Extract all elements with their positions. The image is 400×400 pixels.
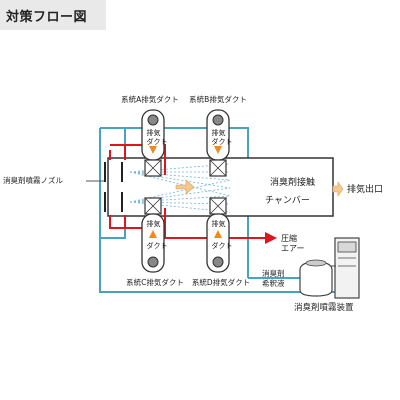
flow-arrow-d <box>214 230 222 238</box>
damper-c-label-1: 排 <box>147 219 154 228</box>
damper-d-label-4: ク <box>219 242 226 250</box>
spray-device-label: 消臭剤噴霧装置 <box>294 302 354 313</box>
damper-b-label-2: 気 <box>219 128 226 137</box>
air-line-to-compressor <box>164 228 277 244</box>
damper-d-label-5: ト <box>226 242 233 250</box>
compressed-air-label-line2: エアー <box>281 244 305 253</box>
diluent-tank <box>299 261 333 297</box>
damper-labels: 排 気 ダ ク ト 排 気 ダ ク ト 排 気 ダ ク ト 排 気 ダ ク ト <box>147 128 233 250</box>
damper-a-label-5: ト <box>161 138 168 146</box>
flow-arrow-c <box>149 230 157 238</box>
liquid-loop-outer <box>99 128 348 293</box>
damper-a-label-3: ダ <box>147 137 154 146</box>
damper-d-label-3: ダ <box>212 241 219 250</box>
page-title: 対策フロー図 <box>6 10 88 25</box>
damper-b-label-4: ク <box>219 138 226 146</box>
damper-d-label-1: 排 <box>212 219 219 228</box>
compressed-air-label-line1: 圧縮 <box>281 233 297 243</box>
spray-device-panel <box>337 241 357 253</box>
damper-c-label-5: ト <box>161 242 168 250</box>
damper-c-label-2: 気 <box>154 219 161 228</box>
diluent-label-line1: 消臭剤 <box>262 268 285 278</box>
title-box: 対策フロー図 <box>0 0 106 30</box>
compressed-air-lines <box>109 144 277 244</box>
duct-d <box>206 197 230 273</box>
chamber-label-line2: チャンバー <box>265 195 310 206</box>
nozzle-label: 消臭剤噴霧ノズル <box>3 175 63 185</box>
damper-b-label-3: ダ <box>212 137 219 146</box>
damper-c-label-3: ダ <box>147 241 154 250</box>
duct-b-label: 系統B排気ダクト <box>189 94 247 104</box>
damper-d-label-2: 気 <box>219 219 226 228</box>
exhaust-outlet-arrow <box>332 181 344 197</box>
duct-b <box>206 109 230 177</box>
nozzle-group <box>104 162 123 212</box>
spray-device <box>299 237 360 299</box>
tank-cap <box>305 259 327 267</box>
duct-a-label: 系統A排気ダクト <box>121 94 179 104</box>
flow-arrow-a <box>149 146 157 154</box>
duct-a <box>141 109 165 177</box>
duct-c-label: 系統C排気ダクト <box>126 277 184 287</box>
duct-c <box>141 197 165 273</box>
flow-arrow-b <box>214 146 222 154</box>
chamber-label-line1: 消臭剤接触 <box>270 176 315 188</box>
damper-b-label-1: 排 <box>212 128 219 137</box>
damper-a-label-4: ク <box>154 138 161 146</box>
liquid-branch-lower <box>100 215 126 239</box>
damper-a-label-1: 排 <box>147 128 154 137</box>
damper-c-label-4: ク <box>154 242 161 250</box>
duct-d-label: 系統D排気ダクト <box>192 277 250 287</box>
air-line-top-a <box>110 144 166 175</box>
chamber-flow-arrow <box>175 179 195 195</box>
diluent-label-line2: 希釈液 <box>262 278 285 288</box>
exhaust-outlet-label: 排気出口 <box>347 183 383 195</box>
damper-a-label-2: 気 <box>154 128 161 137</box>
air-drop-lower <box>109 215 126 229</box>
damper-b-label-5: ト <box>226 138 233 146</box>
